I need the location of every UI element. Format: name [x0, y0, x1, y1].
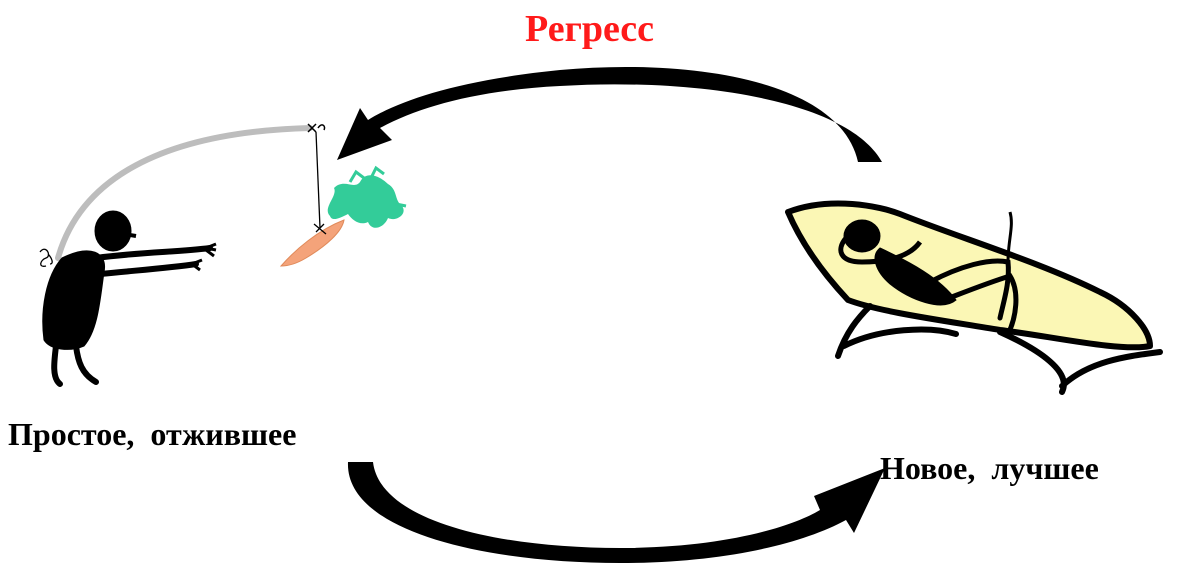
fishing-pole-icon	[39, 123, 326, 267]
man-on-lounger-icon	[785, 200, 1163, 395]
left-state-label: Простое, отжившее	[8, 416, 297, 452]
arrow-bottom-icon	[347, 462, 885, 563]
right-state-label: Новое, лучшее	[880, 450, 1099, 486]
diagram-title: Регресс	[525, 8, 655, 50]
carrot-on-stick-icon	[279, 165, 407, 267]
arrow-top-icon	[337, 66, 882, 162]
man-chasing-carrot-icon	[42, 210, 217, 387]
